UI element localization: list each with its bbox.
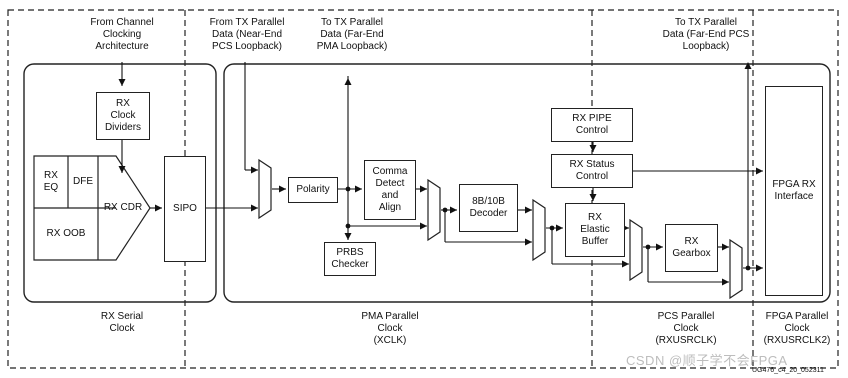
polarity-block: Polarity: [288, 177, 338, 203]
parallel-region: [223, 63, 831, 303]
sipo-block: SIPO: [164, 156, 206, 262]
rx-clock-dividers-block: RX Clock Dividers: [96, 92, 150, 140]
rx-pipe-control-block: RX PIPE Control: [551, 108, 633, 142]
8b10b-decoder-block: 8B/10B Decoder: [459, 184, 518, 232]
rx-eq-block: RX EQ: [43, 170, 59, 193]
pma-parallel-clock-label: PMA Parallel Clock (XCLK): [361, 311, 419, 346]
rx-oob-block: RX OOB: [46, 228, 86, 239]
muxes: [258, 158, 743, 300]
comma-detect-align-block: Comma Detect and Align: [364, 160, 416, 220]
rx-elastic-buffer-block: RX Elastic Buffer: [565, 203, 625, 257]
junction-dots: [345, 186, 751, 271]
rx-cdr-block: RX CDR: [103, 202, 143, 213]
prbs-checker-block: PRBS Checker: [324, 242, 376, 276]
clock-domain-boundaries: [7, 9, 839, 369]
from-tx-parallel-label: From TX Parallel Data (Near-End PCS Loop…: [209, 17, 285, 52]
dfe-block: DFE: [73, 176, 93, 187]
rx-gearbox-block: RX Gearbox: [665, 224, 718, 272]
watermark: CSDN @顺子学不会FPGA: [626, 353, 788, 368]
rx-serial-region: [23, 63, 217, 303]
pcs-parallel-clock-label: PCS Parallel Clock (RXUSRCLK): [655, 311, 717, 346]
from-channel-clocking-label: From Channel Clocking Architecture: [90, 17, 154, 52]
cdr-group-outline: [33, 155, 151, 261]
to-tx-pma-loopback-label: To TX Parallel Data (Far-End PMA Loopbac…: [316, 17, 388, 52]
rx-serial-clock-label: RX Serial Clock: [100, 311, 144, 334]
fpga-parallel-clock-label: FPGA Parallel Clock (RXUSRCLK2): [763, 311, 831, 346]
rx-status-control-block: RX Status Control: [551, 154, 633, 188]
figure-id: UG476_c4_20_052311: [752, 367, 824, 374]
to-tx-pcs-loopback-label: To TX Parallel Data (Far-End PCS Loopbac…: [662, 17, 750, 52]
fpga-rx-interface-block: FPGA RX Interface: [765, 86, 823, 296]
